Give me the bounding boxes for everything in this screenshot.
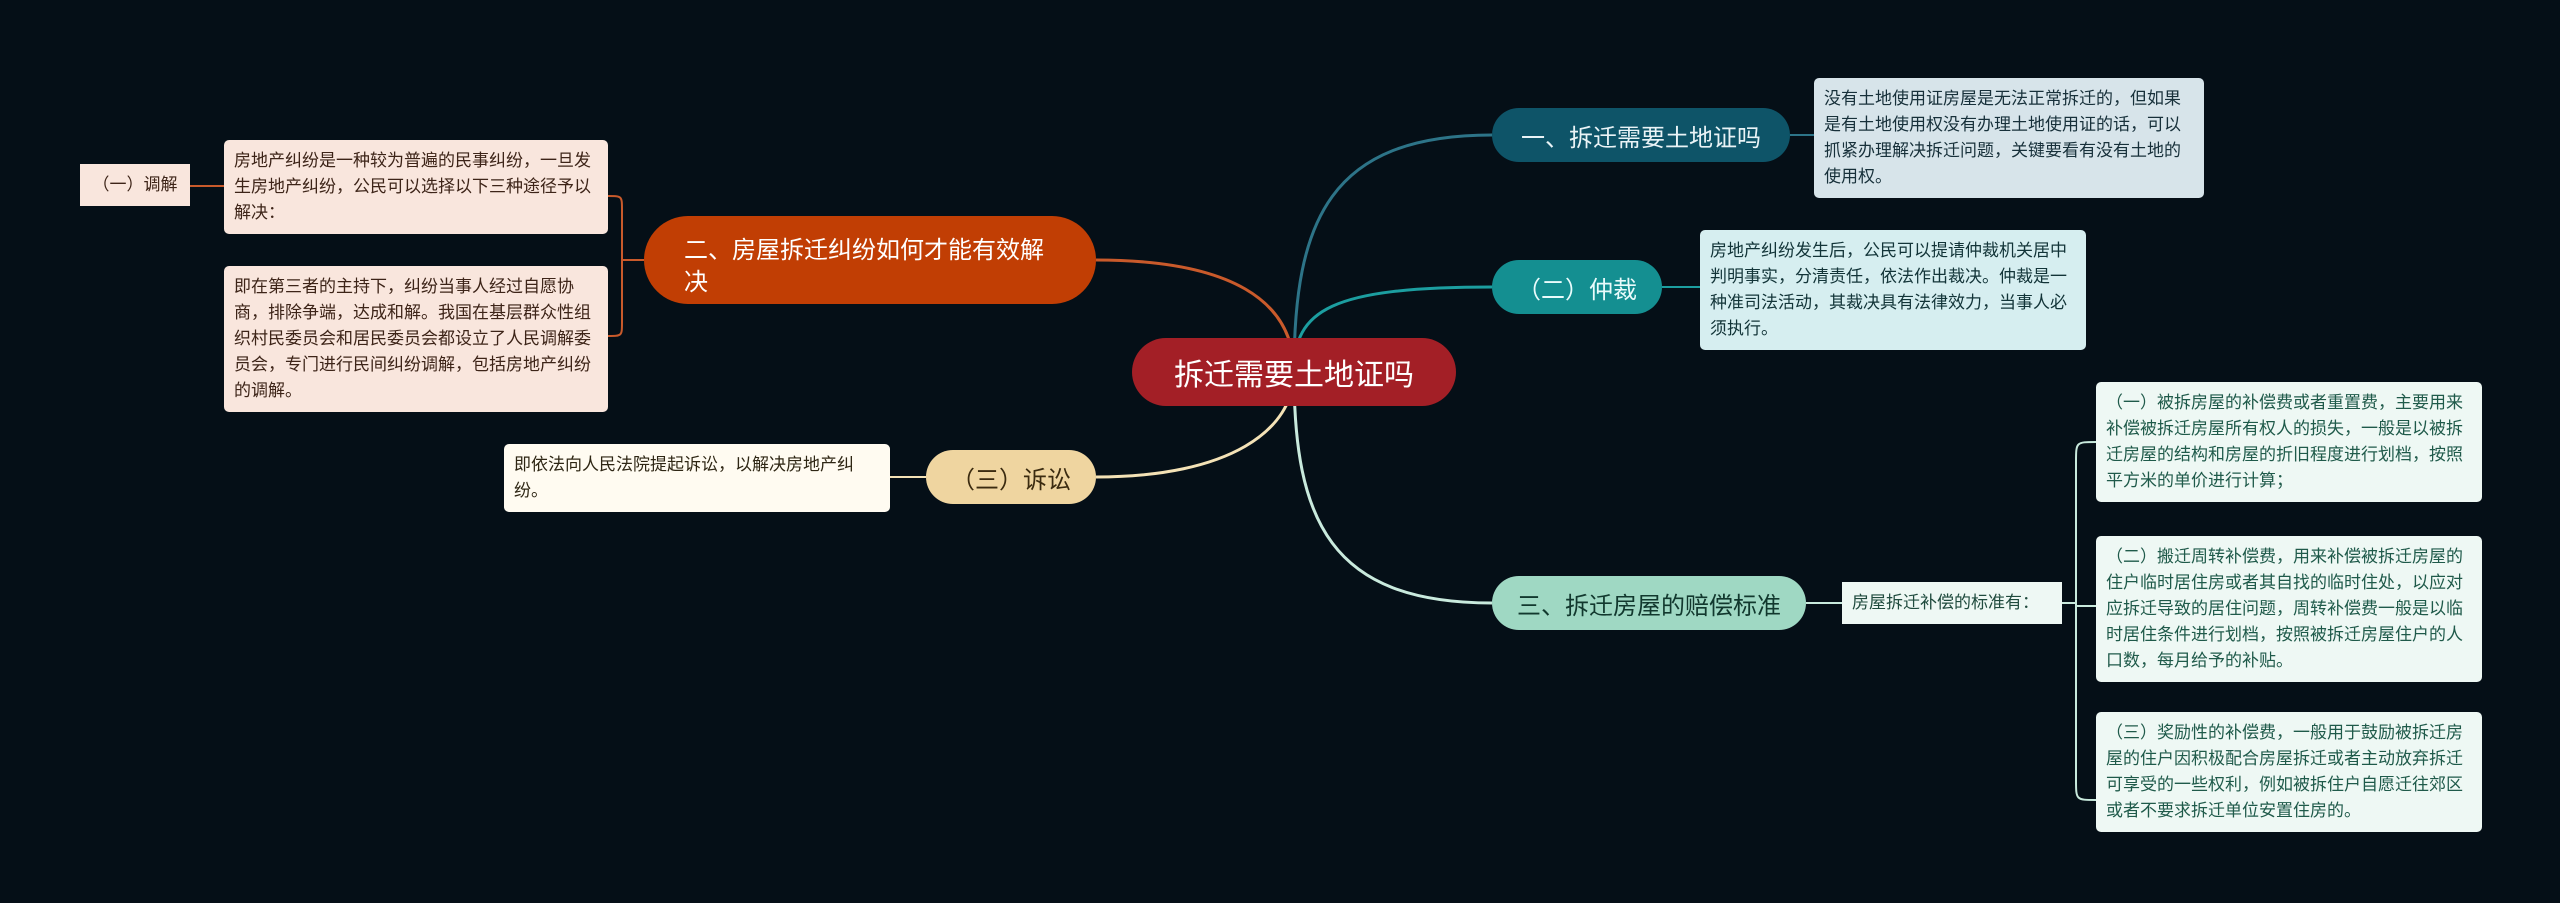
- root-topic-label: 拆迁需要土地证吗: [1174, 358, 1414, 393]
- note-dispute-intro[interactable]: 房地产纠纷是一种较为普遍的民事纠纷，一旦发生房地产纠纷，公民可以选择以下三种途径…: [224, 140, 608, 234]
- connector-root-b1: [1292, 133, 1493, 373]
- root-topic[interactable]: 拆迁需要土地证吗: [1132, 338, 1456, 406]
- note-arbitration[interactable]: 房地产纠纷发生后，公民可以提请仲裁机关居中判明事实，分清责任，依法作出裁决。仲裁…: [1700, 230, 2086, 350]
- branch-arbitration[interactable]: （二）仲裁: [1492, 260, 1662, 314]
- connector-n3-children: [2062, 441, 2097, 801]
- note-mediation[interactable]: （一）调解: [80, 164, 190, 206]
- note-compensation-2[interactable]: （二）搬迁周转补偿费，用来补偿被拆迁房屋的住户临时居住房或者其自找的临时住处，以…: [2096, 536, 2482, 682]
- connector-b4-notes: [607, 195, 644, 337]
- note-litigation[interactable]: 即依法向人民法院提起诉讼，以解决房地产纠纷。: [504, 444, 890, 512]
- branch-label: （三）诉讼: [951, 465, 1071, 494]
- note-compensation-intro[interactable]: 房屋拆迁补偿的标准有：: [1842, 582, 2062, 624]
- branch-label: 二、房屋拆迁纠纷如何才能有效解决: [684, 236, 1044, 296]
- branch-label: 一、拆迁需要土地证吗: [1521, 123, 1761, 152]
- branch-label: （二）仲裁: [1517, 275, 1637, 304]
- note-compensation-1[interactable]: （一）被拆房屋的补偿费或者重置费，主要用来补偿被拆迁房屋所有权人的损失，一般是以…: [2096, 382, 2482, 502]
- branch-litigation[interactable]: （三）诉讼: [926, 450, 1096, 504]
- note-compensation-3[interactable]: （三）奖励性的补偿费，一般用于鼓励被拆迁房屋的住户因积极配合房屋拆迁或者主动放弃…: [2096, 712, 2482, 832]
- branch-dispute-resolution[interactable]: 二、房屋拆迁纠纷如何才能有效解决: [644, 216, 1096, 304]
- branch-land-certificate[interactable]: 一、拆迁需要土地证吗: [1492, 108, 1790, 162]
- branch-compensation-standard[interactable]: 三、拆迁房屋的赔偿标准: [1492, 576, 1806, 630]
- note-land-certificate[interactable]: 没有土地使用证房屋是无法正常拆迁的，但如果是有土地使用权没有办理土地使用证的话，…: [1814, 78, 2204, 198]
- connector-root-b3: [1292, 371, 1493, 605]
- branch-label: 三、拆迁房屋的赔偿标准: [1517, 591, 1781, 620]
- note-mediation-detail[interactable]: 即在第三者的主持下，纠纷当事人经过自愿协商，排除争端，达成和解。我国在基层群众性…: [224, 266, 608, 412]
